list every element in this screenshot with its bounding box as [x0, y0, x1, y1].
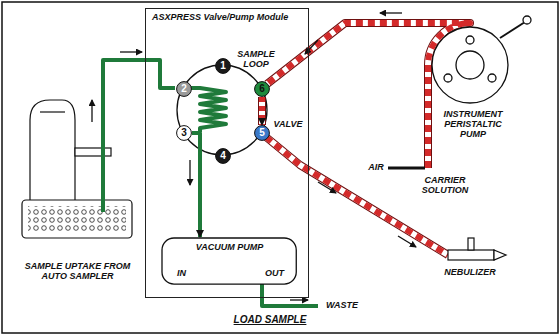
sample-tube [103, 60, 318, 306]
valve-port: 6 [254, 81, 270, 97]
callout-number: 4 [215, 148, 231, 164]
tube-connector [192, 133, 200, 237]
module-title: ASXPRESS Valve/Pump Module [152, 13, 288, 23]
callout-number: 6 [254, 81, 270, 97]
part-label: CARRIER SOLUTION [415, 176, 475, 196]
valve-port: 1 [215, 58, 231, 74]
callout-number: 5 [254, 125, 270, 141]
part-label: VALVE [271, 120, 305, 130]
tube-connector [262, 97, 263, 125]
valve-port: 3 [176, 125, 192, 141]
flow-arrow [92, 13, 416, 300]
valve-port: 5 [254, 125, 270, 141]
part-label: INSTRUMENT PERISTALTIC PUMP [438, 110, 508, 140]
callout-number: 2 [176, 81, 192, 97]
nebulizer-symbol [448, 238, 506, 260]
valve-port: 2 [176, 81, 192, 97]
pump-name: VACUUM PUMP [161, 243, 298, 253]
part-label: WASTE [322, 301, 362, 311]
valve-port: 4 [215, 148, 231, 164]
autosampler [22, 100, 132, 238]
air-tube [388, 167, 425, 170]
valve-body [177, 65, 267, 155]
module-box: ASXPRESS Valve/Pump Module 1 2 3 4 5 6VACUUM P… [145, 8, 309, 298]
peristaltic-pump [432, 16, 531, 103]
port-label: IN [177, 269, 186, 279]
part-label: SAMPLE UPTAKE FROM AUTO SAMPLER [15, 262, 140, 282]
part-label: NEBULIZER [440, 268, 500, 278]
port-label: OUT [265, 269, 284, 279]
callout-number: 1 [215, 58, 231, 74]
part-label: SAMPLE LOOP [234, 50, 278, 70]
vacuum-pump-box: VACUUM PUMP IN OUT [161, 237, 298, 285]
caption: LOAD SAMPLE [220, 314, 320, 325]
callout-number: 3 [176, 125, 192, 141]
part-label: AIR [364, 163, 388, 173]
